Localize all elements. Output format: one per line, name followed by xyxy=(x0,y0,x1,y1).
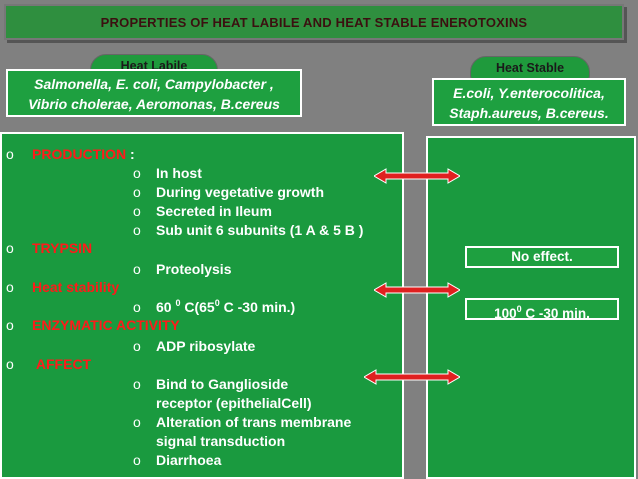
affect-heading: o AFFECT xyxy=(6,356,92,372)
list-item-continuation: receptor (epithelialCell) xyxy=(156,395,312,411)
slide-title: PROPERTIES OF HEAT LABILE AND HEAT STABL… xyxy=(100,15,528,30)
double-arrow-icon xyxy=(374,282,460,298)
heat-stability-stable-note: 1000 C -30 min. xyxy=(465,298,619,321)
heat-stable-organisms-line2: Staph.aureus, B.cereus. xyxy=(449,105,609,121)
heat-labile-organisms: Salmonella, E. coli, Campylobacter , Vib… xyxy=(6,69,302,117)
title-bar: PROPERTIES OF HEAT LABILE AND HEAT STABL… xyxy=(4,4,624,40)
trypsin-stable-note: No effect. xyxy=(465,246,619,268)
heat-stable-organisms: E.coli, Y.enterocolitica, Staph.aureus, … xyxy=(432,78,626,126)
double-arrow-icon xyxy=(364,369,460,385)
bullet: o xyxy=(6,146,14,162)
heat-labile-organisms-line2: Vibrio cholerae, Aeromonas, B.cereus xyxy=(28,96,280,112)
list-item-continuation: signal transduction xyxy=(156,433,286,449)
heat-labile-panel xyxy=(0,132,404,479)
double-arrow-icon xyxy=(374,168,460,184)
heat-stable-organisms-line1: E.coli, Y.enterocolitica, xyxy=(453,85,605,101)
heat-stable-tab: Heat Stable xyxy=(470,56,590,80)
heat-labile-organisms-line1: Salmonella, E. coli, Campylobacter , xyxy=(34,76,274,92)
